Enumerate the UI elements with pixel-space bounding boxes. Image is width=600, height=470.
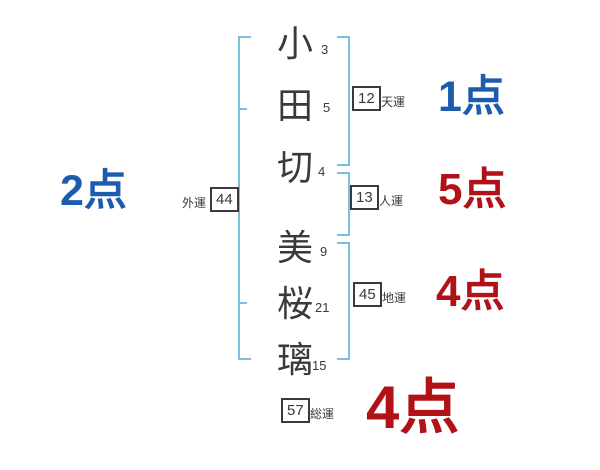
bracket-tick-top: [238, 108, 247, 110]
stroke-count-4: 9: [320, 244, 328, 259]
heaven-luck-score: 1点: [438, 73, 505, 121]
stroke-count-6: 15: [312, 358, 327, 373]
stroke-count-5: 21: [315, 300, 330, 315]
name-char-3: 切: [276, 147, 313, 188]
name-char-5: 桜: [276, 283, 313, 324]
outer-luck-value-box: 44: [210, 187, 239, 212]
person-luck-label: 人運: [379, 194, 404, 208]
total-luck-value-box: 57: [281, 398, 310, 423]
name-char-1: 小: [276, 23, 313, 64]
stroke-count-1: 3: [321, 42, 329, 57]
person-luck-bracket: [337, 172, 350, 236]
heaven-luck-bracket: [337, 36, 350, 166]
person-luck-score: 5点: [438, 165, 507, 214]
earth-luck-score: 4点: [436, 267, 505, 316]
total-luck-score: 4点: [366, 374, 460, 441]
earth-luck-value-box: 45: [353, 282, 382, 307]
name-char-6: 璃: [276, 339, 313, 380]
outer-luck-label: 外運: [182, 196, 207, 210]
total-luck-label: 総運: [310, 407, 335, 421]
stroke-count-2: 5: [323, 100, 331, 115]
heaven-luck-value-box: 12: [352, 86, 381, 111]
person-luck-value-box: 13: [350, 185, 379, 210]
earth-luck-bracket: [337, 242, 350, 360]
name-char-2: 田: [276, 85, 313, 126]
bracket-tick-bottom: [238, 302, 247, 304]
outer-luck-score: 2点: [60, 167, 127, 215]
name-char-4: 美: [276, 227, 313, 268]
earth-luck-label: 地運: [382, 291, 407, 305]
outer-luck-bracket: [238, 36, 251, 360]
heaven-luck-label: 天運: [381, 95, 406, 109]
stroke-count-3: 4: [318, 164, 326, 179]
